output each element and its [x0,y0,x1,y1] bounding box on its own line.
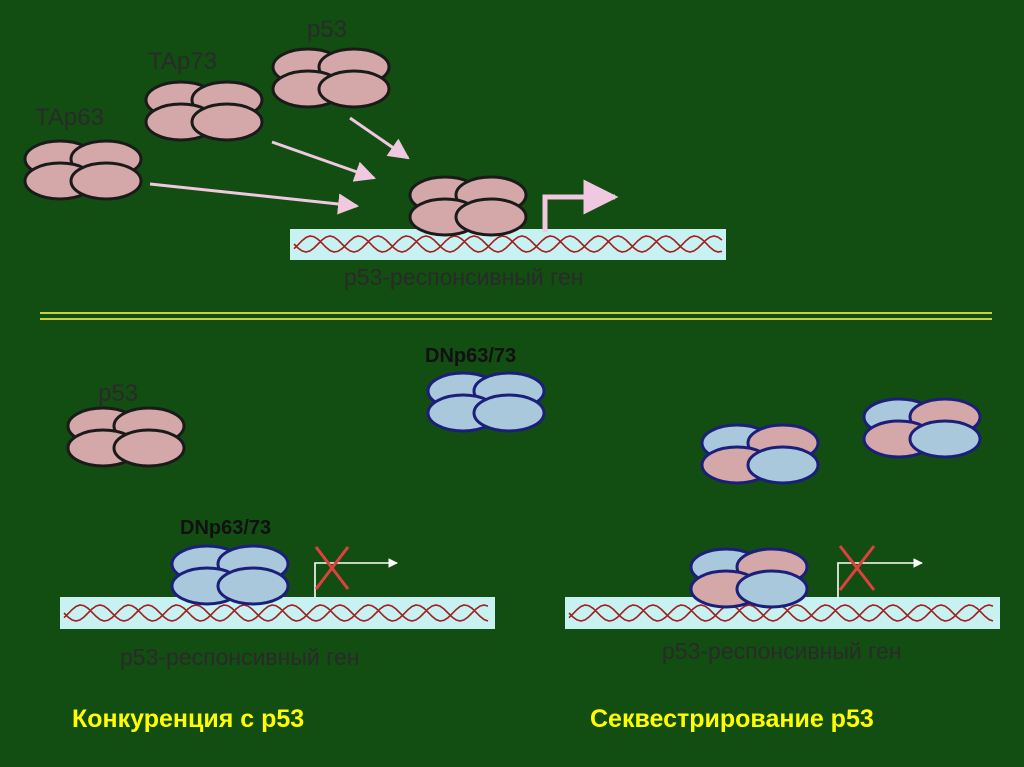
arrow-p53 [349,116,410,160]
protein-subunit [216,566,290,606]
protein-subunit [454,197,528,237]
label-dnp63-free: DNp63/73 [425,345,517,367]
arrow-tap73 [271,140,376,182]
transcription-arrow-blocked-left [314,546,398,598]
complex-tap73 [144,80,264,142]
label-dnp63-bound: DNp63/73 [180,517,272,539]
complex-mixed-bound [689,547,809,609]
complex-bound-top [408,175,528,237]
title-competition: Конкуренция с p53 [72,705,305,733]
complex-dnp63-free [426,371,546,433]
gene-label-bottom-right: p53-респонсивный ген [662,638,902,664]
label-tap63: TAp63 [35,104,104,131]
gene-label-top: p53-респонсивный ген [344,264,584,290]
arrow-tap63 [149,182,360,215]
complex-tap63 [23,139,143,201]
protein-subunit [69,161,143,201]
complex-mixed-2 [862,397,982,459]
protein-subunit [472,393,546,433]
title-sequestration: Секвестрирование p53 [590,705,874,733]
dna-strand-bottom-left [63,604,489,622]
protein-subunit [746,445,820,485]
complex-dnp63-bound [170,544,290,606]
transcription-arrow-active [542,179,619,232]
complex-mixed-1 [700,423,820,485]
label-p53-top: p53 [307,16,348,43]
label-tap73: TAp73 [148,48,217,75]
complex-p53-free [66,406,186,468]
complex-p53-top [271,47,391,109]
transcription-arrow-blocked-right [837,545,923,598]
protein-subunit [908,419,982,459]
protein-subunit [190,102,264,142]
gene-bar-bottom-left [60,597,495,629]
dna-strand-top [293,235,723,253]
section-divider [40,312,992,320]
protein-subunit [112,428,186,468]
protein-subunit [735,569,809,609]
protein-subunit [317,69,391,109]
gene-label-bottom-left: p53-респонсивный ген [120,644,360,670]
binding-arrows [149,116,410,215]
label-p53-free: p53 [98,380,139,407]
